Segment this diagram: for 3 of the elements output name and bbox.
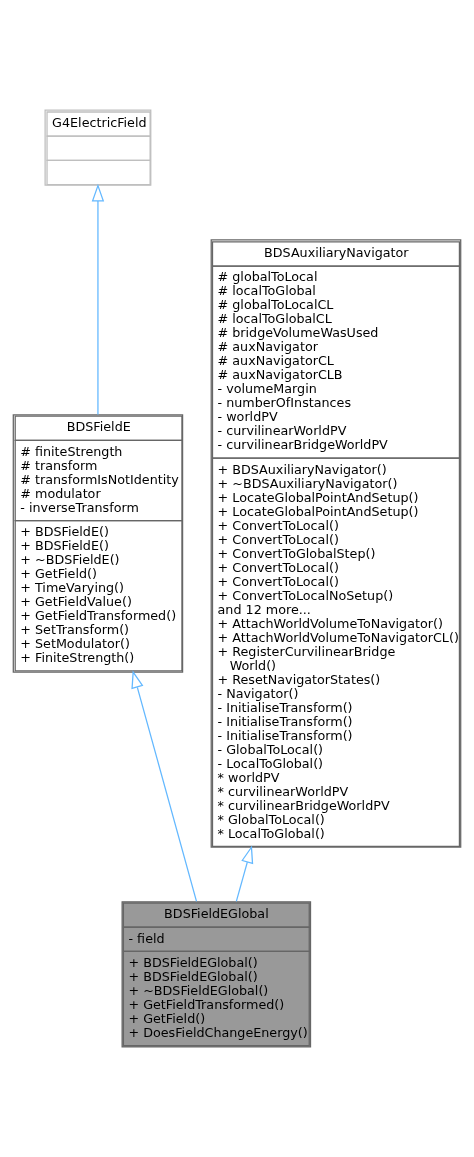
arrow	[235, 845, 254, 903]
arrow	[91, 183, 105, 416]
arrow	[131, 670, 198, 903]
